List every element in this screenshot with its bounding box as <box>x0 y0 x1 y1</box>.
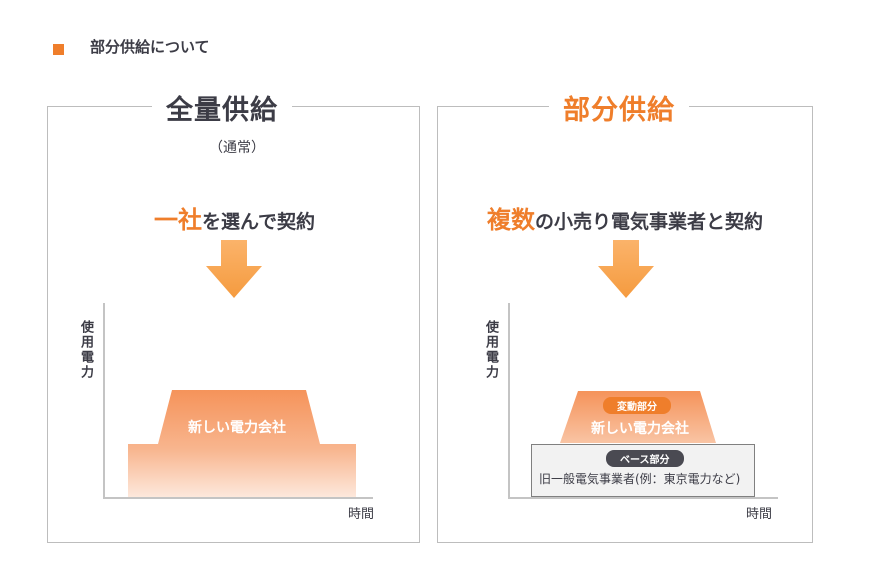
right-variable-shape <box>560 391 716 443</box>
right-down-arrow-icon <box>598 240 654 298</box>
base-portion-pill: ベース部分 <box>606 450 684 467</box>
left-x-axis-label: 時間 <box>348 507 375 522</box>
right-y-axis-label: 使用電力 <box>483 320 498 380</box>
left-x-axis <box>103 497 373 499</box>
left-lead-rest: を選んで契約 <box>202 211 316 233</box>
left-down-arrow-icon <box>206 240 262 298</box>
header-bullet-icon <box>53 44 64 55</box>
right-y-axis <box>508 303 510 499</box>
left-y-axis-label: 使用電力 <box>78 320 93 380</box>
left-lead-text: 一社を選んで契約 <box>154 200 315 235</box>
left-shape-label: 新しい電力会社 <box>188 420 286 436</box>
page-title: 部分供給について <box>90 38 210 56</box>
right-lead-rest: の小売り電気事業者と契約 <box>535 211 764 233</box>
right-x-axis <box>508 497 778 499</box>
left-panel-subtitle: （通常） <box>209 140 265 156</box>
left-lead-highlight: 一社 <box>154 206 202 234</box>
right-shape-label: 新しい電力会社 <box>591 421 689 437</box>
left-supply-shape <box>128 390 356 497</box>
right-panel-title: 部分供給 <box>549 88 689 127</box>
right-lead-highlight: 複数 <box>487 206 535 234</box>
left-panel-title: 全量供給 <box>152 88 292 127</box>
variable-portion-pill: 変動部分 <box>603 397 671 414</box>
left-y-axis <box>103 303 105 499</box>
right-x-axis-label: 時間 <box>746 507 773 522</box>
right-lead-text: 複数の小売り電気事業者と契約 <box>487 200 763 235</box>
base-portion-label: 旧一般電気事業者(例：東京電力など) <box>539 472 741 486</box>
